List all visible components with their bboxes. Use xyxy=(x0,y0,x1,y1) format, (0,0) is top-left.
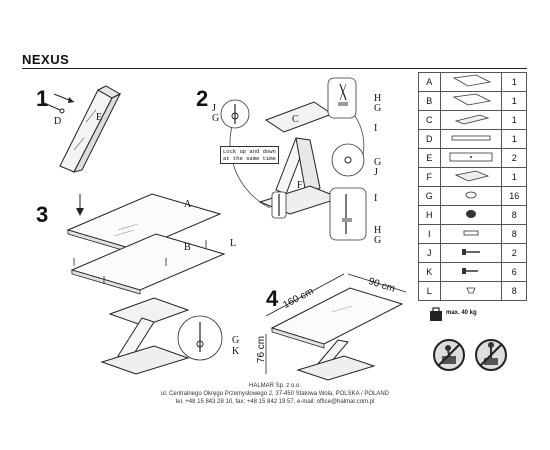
screw-icon xyxy=(439,243,503,263)
part-letter: D xyxy=(418,129,441,149)
part-letter: I xyxy=(418,224,441,244)
part-letter: G xyxy=(418,186,441,206)
part-qty: 1 xyxy=(501,72,527,92)
part-row: B 1 xyxy=(418,91,527,111)
part-letter: K xyxy=(418,262,441,282)
page-title: NEXUS xyxy=(22,52,70,67)
step-4-number: 4 xyxy=(266,286,279,311)
part-qty: 1 xyxy=(501,110,527,130)
callout-g-bottom: G xyxy=(374,235,382,246)
part-qty: 1 xyxy=(501,167,527,187)
title-rule xyxy=(22,68,527,69)
callout-g-top: G xyxy=(374,103,382,114)
part-picture xyxy=(439,129,503,149)
part-qty: 1 xyxy=(501,91,527,111)
part-picture xyxy=(439,148,503,168)
footer-address: ul. Centralnego Okręgu Przemysłowego 2, … xyxy=(160,391,389,397)
lock-note-line-1: Lock up and down xyxy=(223,148,276,155)
no-sitting-icon xyxy=(433,339,465,371)
part-qty: 8 xyxy=(501,224,527,244)
part-qty: 8 xyxy=(501,281,527,301)
max-weight-label: max. 40 kg xyxy=(446,310,477,316)
callout-k: K xyxy=(232,346,240,357)
step-3-drawing xyxy=(66,193,226,375)
part-letter: F xyxy=(418,167,441,187)
part-row: G 16 xyxy=(418,186,527,206)
lock-note-line-2: at the same time xyxy=(223,155,276,162)
part-picture xyxy=(439,167,503,187)
part-row: E 2 xyxy=(418,148,527,168)
part-letter: C xyxy=(418,110,441,130)
bolt-icon xyxy=(439,224,503,244)
callout-g-mid: G xyxy=(374,157,382,168)
part-letter: L xyxy=(418,281,441,301)
part-letter: J xyxy=(418,243,441,263)
part-qty: 16 xyxy=(501,186,527,206)
callout-a: A xyxy=(184,199,192,210)
pad-icon xyxy=(439,281,503,301)
step-1-drawing xyxy=(41,85,122,173)
part-picture xyxy=(439,110,503,130)
footer-company: HALMAR Sp. z o.o. xyxy=(248,383,302,389)
part-row: L 8 xyxy=(418,281,527,301)
step-2-number: 2 xyxy=(196,86,209,111)
part-row: K 6 xyxy=(418,262,527,282)
dimension-height: 76 cm xyxy=(256,335,268,364)
part-row: I 8 xyxy=(418,224,527,244)
step-3-number: 3 xyxy=(36,202,49,227)
callout-g-left: G xyxy=(212,113,220,124)
callout-g-step3: G xyxy=(232,335,240,346)
part-row: F 1 xyxy=(418,167,527,187)
callout-i-bottom: I xyxy=(374,193,378,204)
parts-table: A 1 B 1 C 1 D 1 E 2 F 1 G xyxy=(418,72,527,301)
part-qty: 2 xyxy=(501,243,527,263)
callout-i-top: I xyxy=(374,123,378,134)
part-qty: 8 xyxy=(501,205,527,225)
step-4-drawing xyxy=(265,273,407,381)
washer-icon xyxy=(439,186,503,206)
part-letter: A xyxy=(418,72,441,92)
part-qty: 1 xyxy=(501,129,527,149)
callout-j-left: J xyxy=(212,103,216,114)
part-letter: B xyxy=(418,91,441,111)
part-row: J 2 xyxy=(418,243,527,263)
callout-h-bottom: H xyxy=(374,225,382,236)
weight-icon xyxy=(430,307,442,321)
callout-f: F xyxy=(297,180,303,191)
part-row: H 8 xyxy=(418,205,527,225)
callout-d: D xyxy=(54,116,62,127)
part-row: A 1 xyxy=(418,72,527,92)
callout-h-top: H xyxy=(374,93,382,104)
screw-icon xyxy=(439,262,503,282)
part-row: C 1 xyxy=(418,110,527,130)
part-letter: H xyxy=(418,205,441,225)
part-qty: 2 xyxy=(501,148,527,168)
callout-e: E xyxy=(96,112,103,123)
callout-l: L xyxy=(230,238,237,249)
part-letter: E xyxy=(418,148,441,168)
part-picture xyxy=(439,72,503,92)
cap-icon xyxy=(439,205,503,225)
part-picture xyxy=(439,91,503,111)
step-1-number: 1 xyxy=(36,86,49,111)
lock-note: Lock up and down at the same time xyxy=(220,146,279,164)
no-standing-icon xyxy=(475,339,507,371)
callout-b: B xyxy=(184,242,191,253)
callout-c: C xyxy=(292,114,299,125)
callout-j-mid: J xyxy=(374,167,378,178)
part-qty: 6 xyxy=(501,262,527,282)
part-row: D 1 xyxy=(418,129,527,149)
footer-contact: tel. +48 15 843 28 10, fax: +48 15 842 1… xyxy=(175,399,375,405)
